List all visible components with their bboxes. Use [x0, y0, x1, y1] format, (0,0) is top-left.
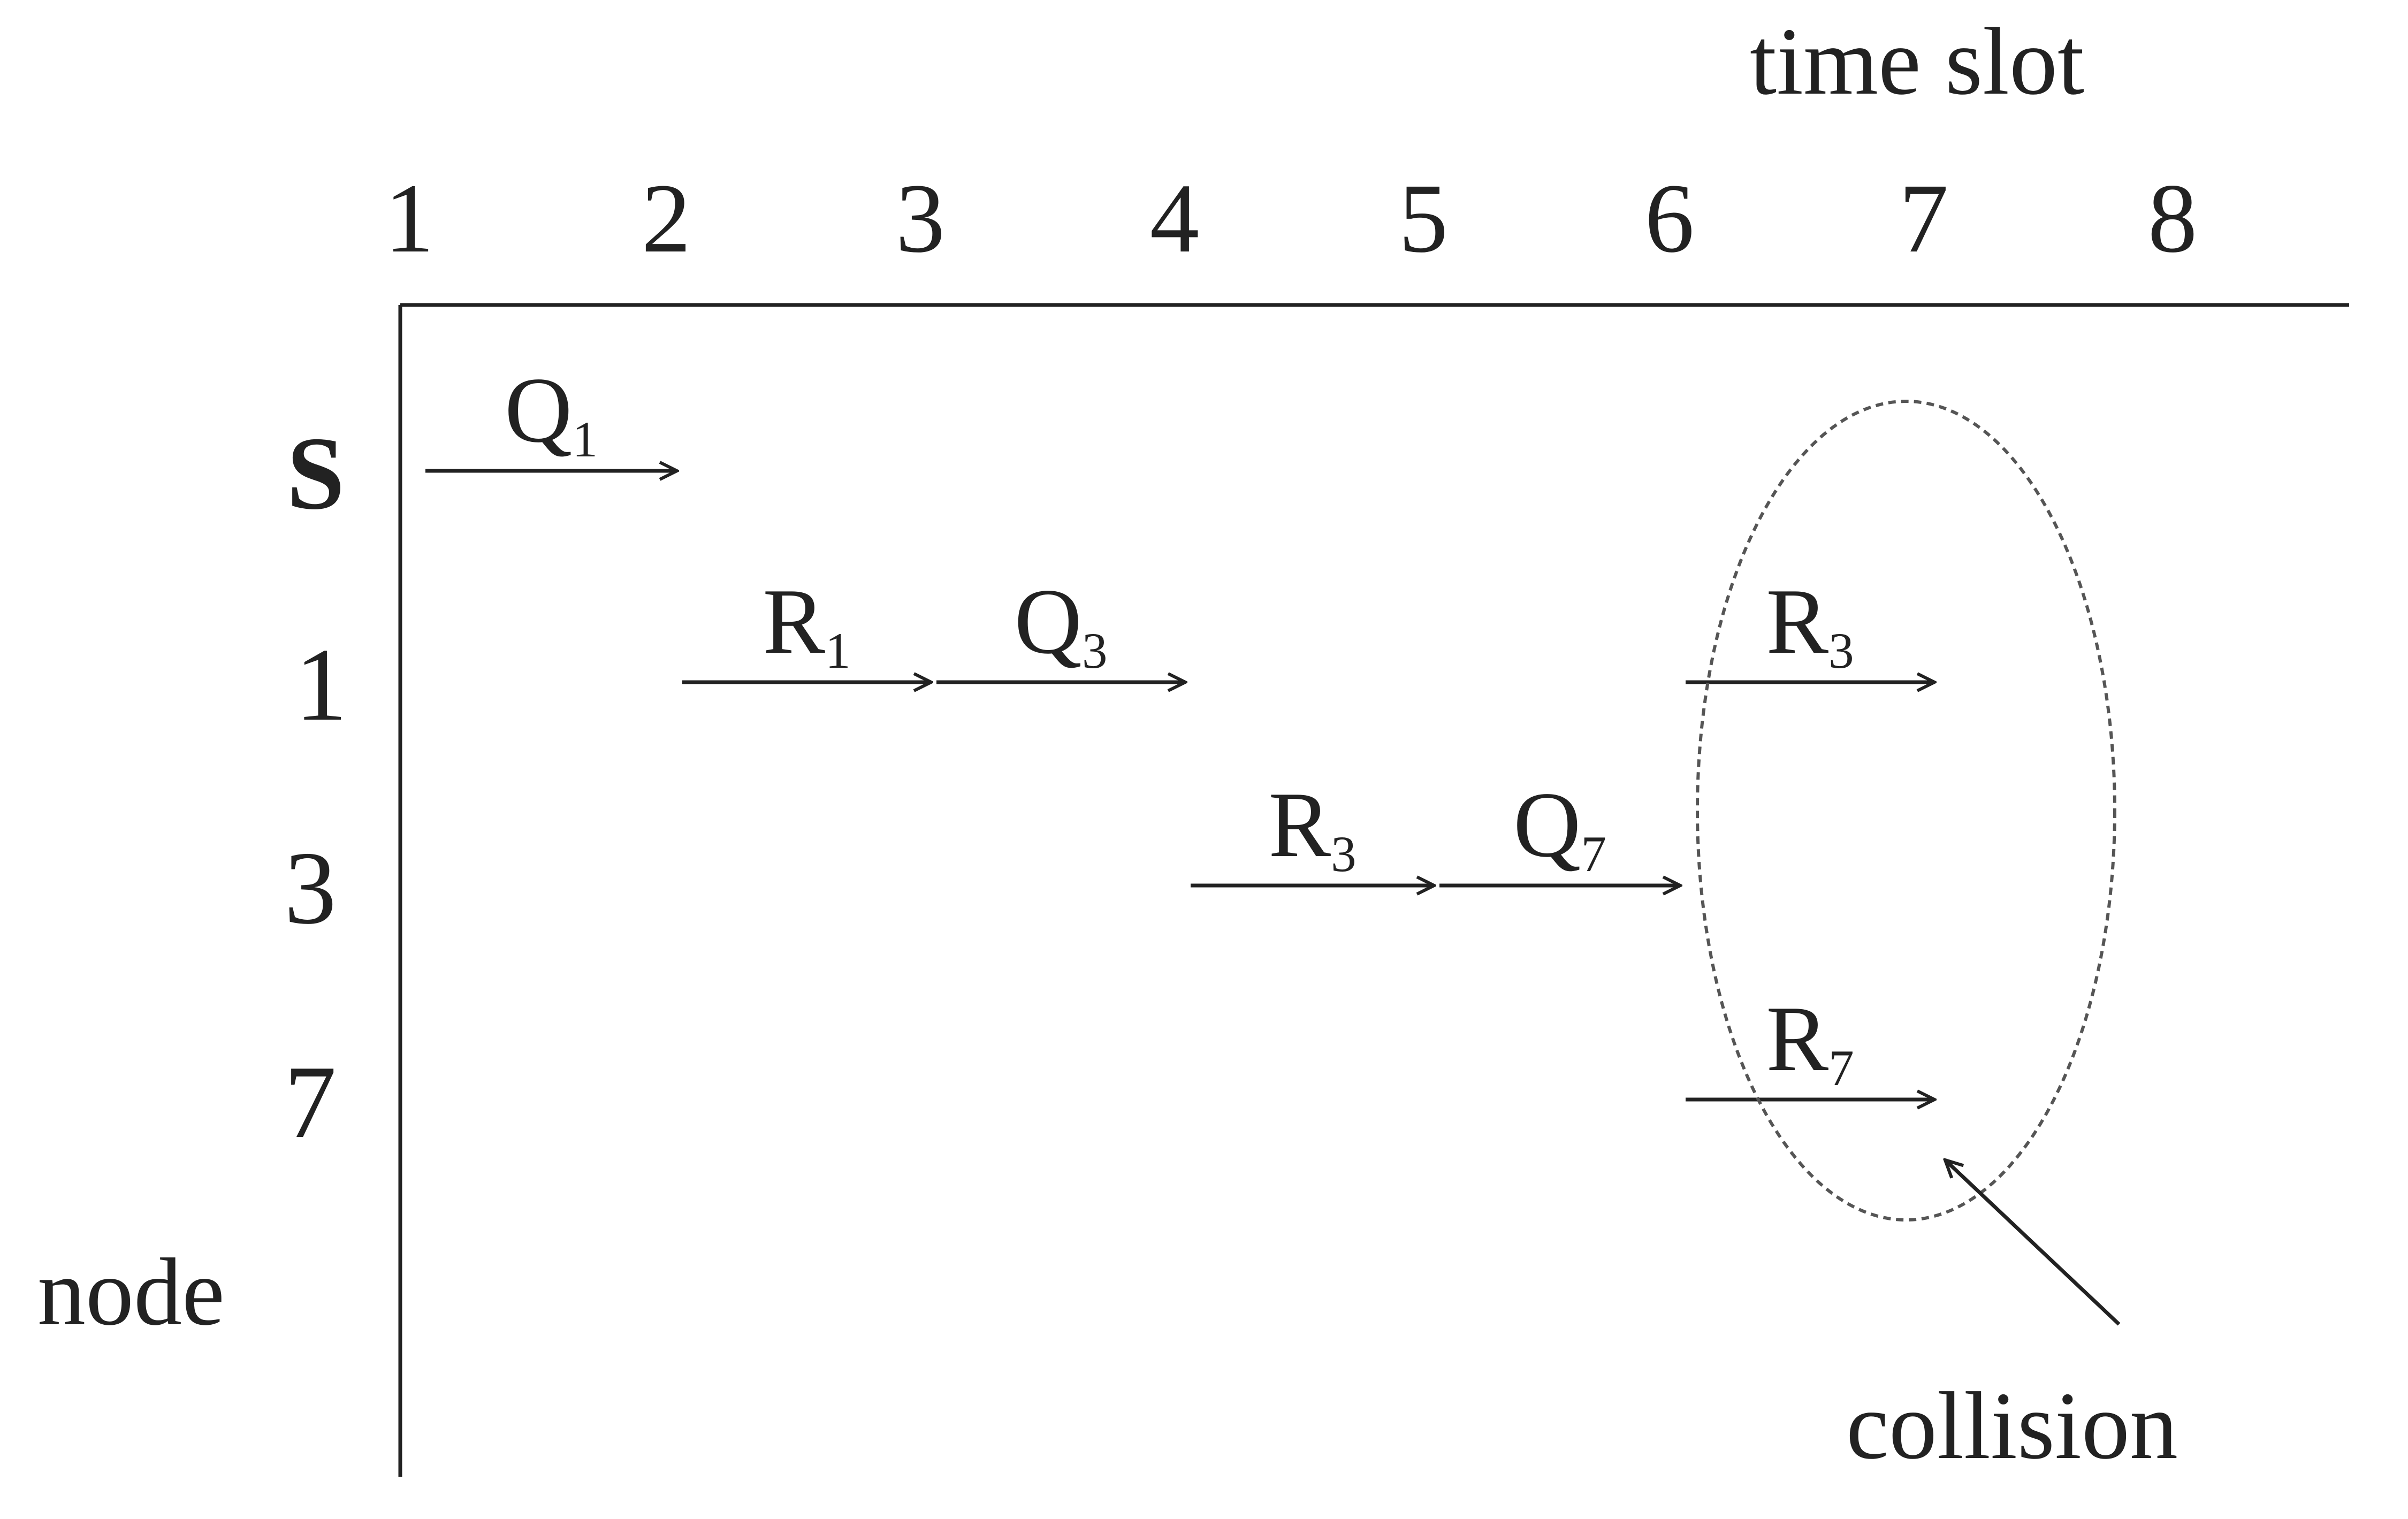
time-slot-tick: 2 [642, 164, 691, 273]
node-label: S [287, 416, 345, 531]
node-label: 3 [284, 830, 337, 946]
time-slot-tick: 7 [1899, 164, 1949, 273]
message-label: R7 [1766, 987, 1854, 1096]
node-label: 1 [295, 627, 347, 743]
collision-pointer-arrow [1945, 1160, 2121, 1326]
time-slot-ticks: 1 2 3 4 5 6 7 8 [385, 164, 2198, 273]
message-label: R3 [1268, 773, 1356, 882]
collision-ellipse [1696, 400, 2116, 1222]
message-label: Q1 [505, 358, 598, 468]
message-label: Q7 [1513, 773, 1606, 882]
time-slot-tick: 6 [1645, 164, 1695, 273]
y-axis-title: node [37, 1239, 225, 1345]
time-slot-tick: 3 [896, 164, 946, 273]
node-labels: S 1 3 7 [284, 416, 347, 1160]
message-label: Q3 [1015, 569, 1108, 679]
time-slot-tick: 5 [1399, 164, 1449, 273]
time-slot-tick: 4 [1150, 164, 1200, 273]
message-label: R1 [763, 569, 850, 679]
time-slot-tick: 8 [2148, 164, 2198, 273]
message-label: R3 [1766, 569, 1854, 679]
time-slot-tick: 1 [385, 164, 435, 273]
node-label: 7 [284, 1044, 337, 1160]
x-axis-title: time slot [1750, 8, 2084, 115]
collision-label: collision [1846, 1372, 2178, 1479]
